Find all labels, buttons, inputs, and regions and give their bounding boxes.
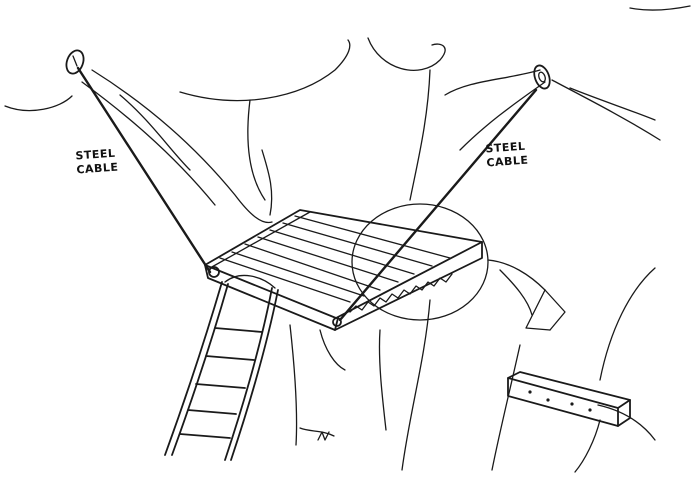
detail-callout [351, 203, 566, 331]
steel-cable-label-left: STEEL CABLE [75, 147, 119, 178]
steel-cable-left [65, 49, 212, 274]
steel-cable-label-right: STEEL CABLE [485, 140, 529, 171]
beam-detail [507, 371, 631, 427]
rope-ladder [164, 274, 279, 461]
label-left-line2: CABLE [76, 160, 119, 177]
tree-outline [4, 5, 691, 473]
label-right-line2: CABLE [486, 153, 529, 170]
platform-deck [204, 209, 483, 331]
steel-cable-right [338, 64, 551, 322]
